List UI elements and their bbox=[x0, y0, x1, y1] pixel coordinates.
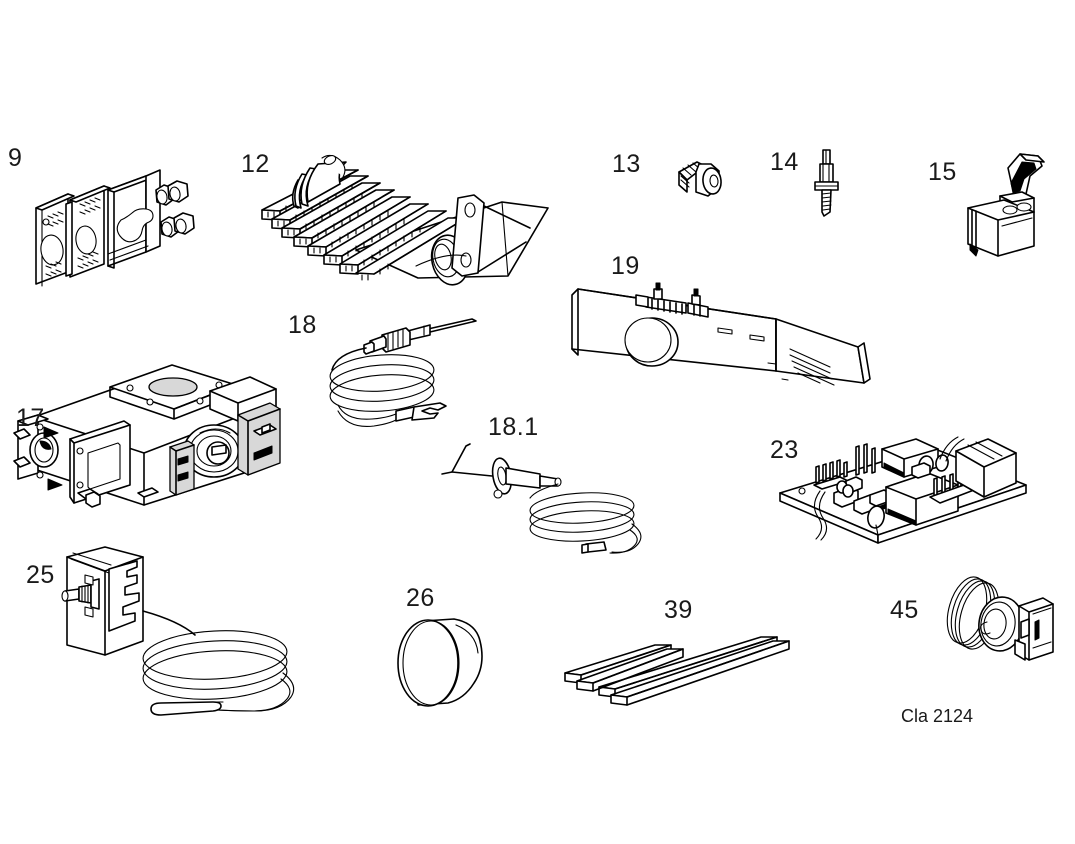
callout-45: 45 bbox=[890, 596, 919, 624]
drawing-reference-caption: Cla 2124 bbox=[901, 706, 974, 726]
part-45-art bbox=[925, 570, 1060, 670]
callout-15: 15 bbox=[928, 158, 957, 186]
part-9-art bbox=[22, 160, 212, 287]
part-39-art bbox=[563, 615, 818, 710]
callout-18-1: 18.1 bbox=[488, 413, 539, 441]
part-14-art bbox=[808, 148, 848, 220]
callout-23: 23 bbox=[770, 436, 799, 464]
part-12-art bbox=[258, 150, 558, 290]
part-18-art bbox=[320, 315, 480, 427]
callout-12: 12 bbox=[241, 150, 270, 178]
part-17-art bbox=[13, 355, 284, 515]
part-15-art bbox=[960, 150, 1055, 260]
part-18-1-art bbox=[440, 432, 655, 557]
callout-14: 14 bbox=[770, 148, 799, 176]
callout-18: 18 bbox=[288, 311, 317, 339]
callout-26: 26 bbox=[406, 584, 435, 612]
part-13-art bbox=[675, 158, 735, 206]
callout-39: 39 bbox=[664, 596, 693, 624]
callout-19: 19 bbox=[611, 252, 640, 280]
callout-17: 17 bbox=[16, 404, 45, 432]
part-19-art bbox=[568, 275, 878, 397]
part-23-art bbox=[778, 425, 1028, 555]
part-26-art bbox=[396, 617, 491, 709]
part-25-art bbox=[61, 545, 315, 716]
callout-25: 25 bbox=[26, 561, 55, 589]
callout-9: 9 bbox=[8, 144, 23, 172]
callout-13: 13 bbox=[612, 150, 641, 178]
